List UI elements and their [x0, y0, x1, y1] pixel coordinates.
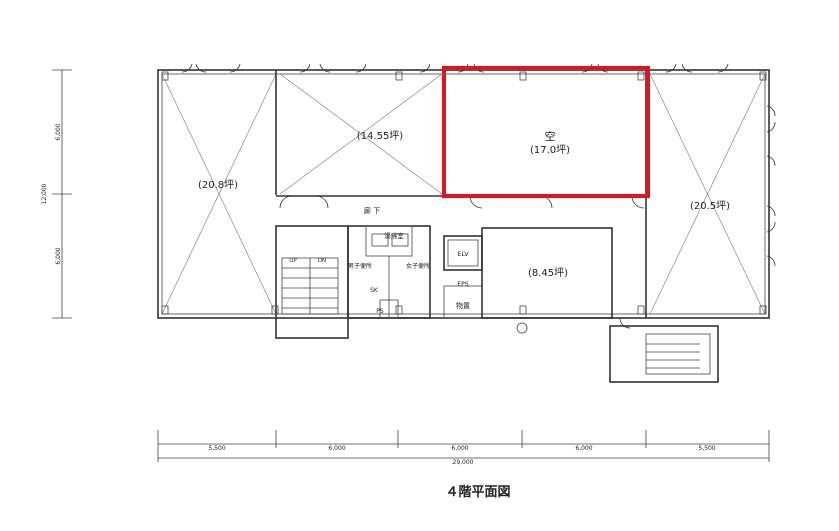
plan-title: ４階平面図 — [445, 484, 510, 500]
label-stair-dn: DN — [318, 258, 326, 264]
label-mens-toilet: 男子便所 — [348, 262, 372, 270]
dim-vertical-total: 12,000 — [41, 183, 48, 204]
label-kitchenette: 湯沸室 — [384, 231, 404, 240]
core-area — [275, 195, 719, 383]
dim-horizontal-3: 6,000 — [451, 445, 468, 452]
label-room-north: (14.55坪) — [357, 129, 404, 142]
dim-horizontal-2: 6,000 — [328, 445, 345, 452]
stair-east — [646, 343, 700, 369]
dimension-vertical: 6,000 6,000 12,000 — [41, 69, 72, 319]
label-stair-up: UP — [289, 258, 297, 264]
label-corridor: 廊 下 — [364, 206, 380, 215]
room-east — [645, 70, 766, 318]
dim-horizontal-4: 6,000 — [575, 445, 592, 452]
columns — [161, 71, 767, 334]
label-vacant-area: (17.0坪) — [530, 143, 570, 156]
stair-west — [281, 257, 339, 315]
label-sk: SK — [370, 287, 379, 294]
label-room-east: (20.5坪) — [690, 199, 730, 212]
label-eps: EPS — [457, 281, 468, 288]
vacant-highlight-box — [442, 66, 650, 198]
label-storage: 物置 — [456, 301, 470, 310]
dim-horizontal-1: 5,500 — [208, 445, 225, 452]
label-room-south: (8.45坪) — [528, 266, 568, 279]
label-ps: PS — [376, 308, 384, 315]
dim-horizontal-5: 5,500 — [698, 445, 715, 452]
label-room-west: (20.8坪) — [198, 178, 238, 191]
label-vacant-name: 空 — [545, 129, 556, 143]
dimension-horizontal: 5,500 6,000 6,000 6,000 5,500 29,000 — [157, 430, 770, 466]
label-womens-toilet: 女子便所 — [406, 262, 430, 270]
room-west — [161, 70, 277, 315]
dim-horizontal-total: 29,000 — [453, 459, 474, 466]
dim-vertical-top: 6,000 — [55, 123, 62, 140]
label-elevator: ELV — [457, 250, 469, 258]
dim-vertical-bottom: 6,000 — [55, 247, 62, 264]
